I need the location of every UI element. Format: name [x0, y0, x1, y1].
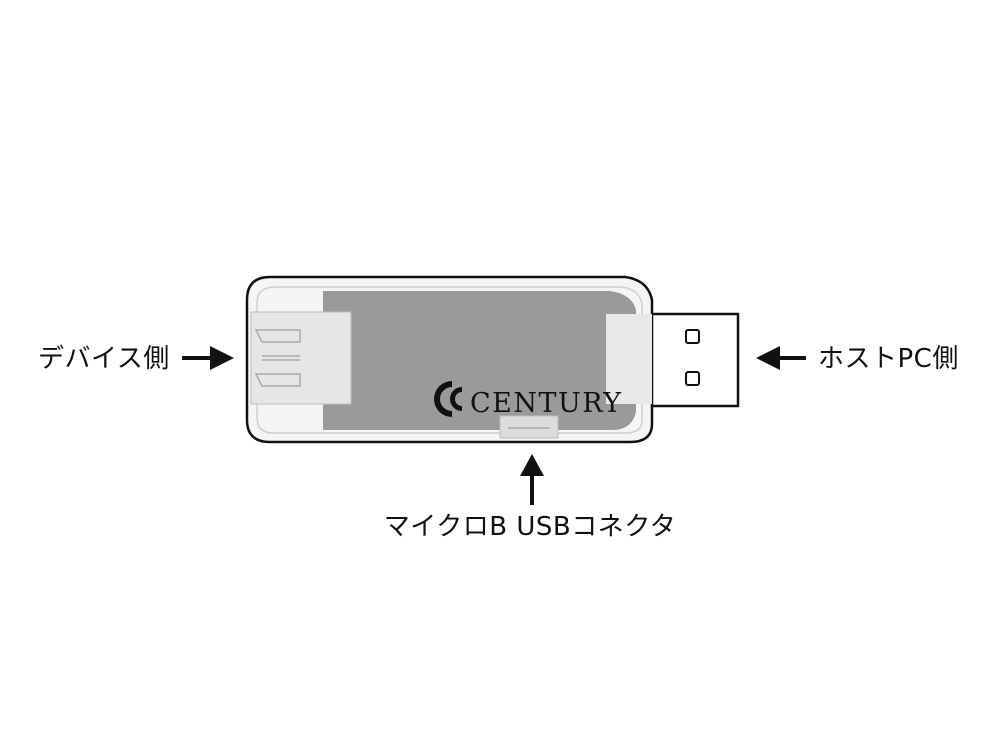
arrow-host-side-icon	[756, 346, 806, 370]
century-logo-mark	[434, 381, 462, 417]
receptacle-contacts	[254, 329, 301, 387]
usb-a-plug-tongue	[606, 314, 652, 404]
arrow-device-side-icon	[182, 346, 234, 370]
device-side-label: デバイス側	[38, 344, 170, 374]
host-side-label: ホストPC側	[818, 344, 959, 374]
micro-usb-label: マイクロB USBコネクタ	[383, 512, 677, 542]
usb-a-receptacle	[250, 311, 352, 405]
casing-inner-edge	[256, 286, 643, 434]
micro-b-port	[499, 415, 559, 439]
circuit-board	[323, 291, 636, 430]
usb-a-plug-hole-top	[685, 329, 700, 344]
usb-a-plug-hole-bottom	[685, 371, 700, 386]
usb-a-plug-shell	[650, 312, 740, 408]
brand-name: CENTURY	[470, 388, 623, 419]
arrow-micro-usb-icon	[520, 454, 544, 505]
